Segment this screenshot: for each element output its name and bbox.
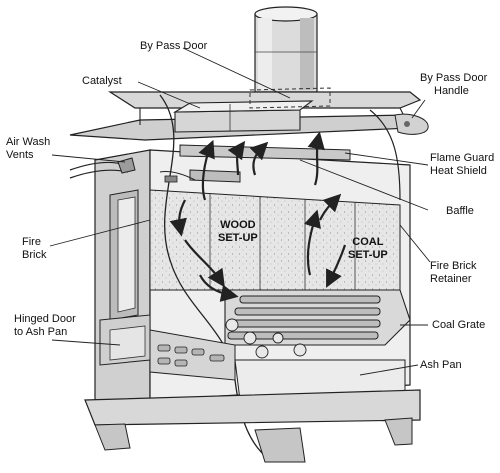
label-hinged-door-line2: to Ash Pan	[14, 326, 68, 338]
label-hinged-door-line1: Hinged Door	[14, 313, 76, 325]
label-fire-brick-line2: Brick	[22, 249, 47, 261]
label-fire-brick-line1: Fire	[22, 236, 41, 248]
label-flame-guard: Flame Guard Heat Shield	[430, 152, 494, 178]
label-fire-brick-retainer-line1: Fire Brick	[430, 260, 477, 272]
label-coal-setup: COAL SET-UP	[348, 236, 388, 262]
label-wood-setup-line1: WOOD	[220, 219, 256, 231]
label-coal-grate: Coal Grate	[432, 319, 486, 331]
label-catalyst: Catalyst	[82, 75, 122, 87]
label-fire-brick: Fire Brick	[22, 236, 46, 262]
label-hinged-door: Hinged Door to Ash Pan	[14, 313, 76, 339]
airflow-arrows	[169, 131, 347, 302]
stove-base	[84, 314, 421, 463]
label-air-wash-vents: Air Wash Vents	[6, 136, 50, 162]
label-bypass-door-handle-line1: By Pass Door	[420, 72, 488, 84]
label-wood-setup-line2: SET-UP	[218, 232, 258, 244]
leader-lines	[49, 47, 431, 376]
bypass-handle-drawing	[394, 113, 429, 135]
label-flame-guard-line1: Flame Guard	[430, 152, 495, 164]
label-bypass-door-handle: By Pass Door Handle	[420, 72, 487, 98]
label-baffle: Baffle	[446, 205, 474, 217]
bypass-door-outline	[249, 87, 331, 109]
label-bypass-door-handle-line2: Handle	[434, 85, 469, 97]
label-fire-brick-retainer: Fire Brick Retainer	[430, 260, 476, 286]
catalyst-assembly	[172, 100, 351, 183]
coal-grate-drawing	[224, 289, 411, 359]
label-fire-brick-retainer-line2: Retainer	[430, 273, 472, 285]
label-bypass-door: By Pass Door	[140, 40, 208, 52]
label-ash-pan: Ash Pan	[420, 359, 462, 371]
label-air-wash-vents-line2: Vents	[6, 149, 34, 161]
label-air-wash-vents-line1: Air Wash	[6, 136, 51, 148]
cutaway-right-edge	[369, 109, 401, 201]
flue-pipe	[254, 6, 318, 93]
label-flame-guard-line2: Heat Shield	[430, 165, 487, 177]
label-wood-setup: WOOD SET-UP	[218, 219, 258, 245]
label-coal-setup-line1: COAL	[352, 236, 384, 248]
label-coal-setup-line2: SET-UP	[348, 249, 388, 261]
